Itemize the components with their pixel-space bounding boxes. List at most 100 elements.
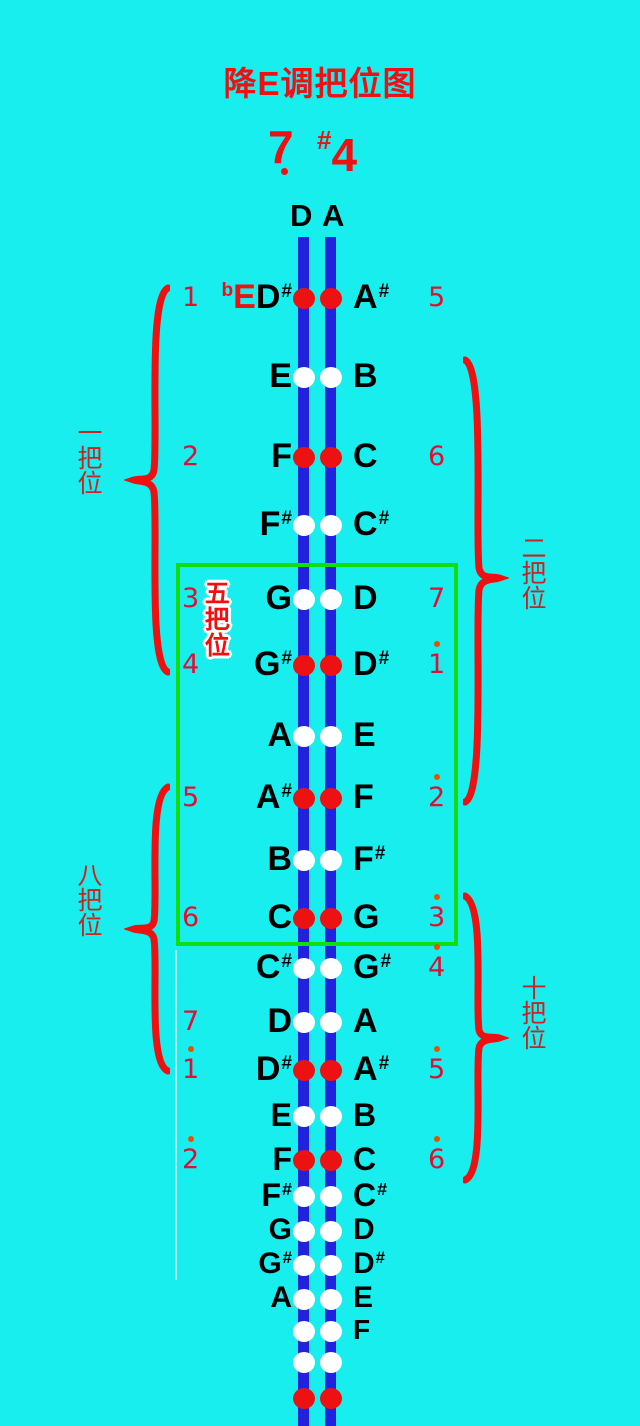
left-note-16: G [268, 1213, 292, 1247]
fret-dot-a-9[interactable] [319, 907, 342, 929]
left-note-14: F [272, 1141, 292, 1178]
brace-position-8 [124, 783, 170, 1075]
right-note-18: E [353, 1281, 374, 1315]
right-note-3: C# [353, 505, 390, 544]
left-note-7: A# [255, 778, 292, 817]
fret-dot-a-13[interactable] [319, 1105, 342, 1127]
fret-dot-d-6[interactable] [292, 725, 315, 747]
left-degree-4: 3 [182, 583, 200, 614]
fret-dot-d-9[interactable] [292, 907, 315, 929]
right-degree-12: 5 [428, 1046, 445, 1083]
fret-dot-d-4[interactable] [292, 588, 315, 610]
left-degree-11: 7 [182, 1006, 200, 1037]
left-degree-14: 2 [182, 1136, 199, 1173]
right-degree-5: 1 [428, 641, 445, 678]
fret-dot-a-8[interactable] [319, 849, 342, 871]
octave-dot-left-12 [187, 1046, 194, 1052]
fret-dot-a-7[interactable] [319, 787, 342, 809]
fret-dot-a-2[interactable] [319, 446, 342, 468]
fret-dot-d-7[interactable] [292, 787, 315, 809]
sharp-icon: # [317, 125, 332, 155]
fifth-position-label: 五把位 [201, 580, 230, 658]
string-label-a: A [322, 198, 345, 233]
string-label-d: D [290, 198, 313, 233]
left-note-8: B [267, 840, 292, 879]
right-note-11: A [353, 1002, 378, 1041]
fret-dot-a-0[interactable] [319, 287, 342, 309]
fret-dot-a-20[interactable] [319, 1351, 342, 1373]
right-note-14: C [353, 1141, 377, 1178]
fret-dot-d-5[interactable] [292, 654, 315, 676]
fret-dot-a-4[interactable] [319, 588, 342, 610]
fret-dot-a-14[interactable] [319, 1149, 342, 1171]
right-degree-9: 3 [428, 894, 445, 931]
fret-dot-d-12[interactable] [292, 1059, 315, 1081]
brace-label-position-10: 十把位 [518, 975, 547, 1050]
right-note-6: E [353, 716, 376, 755]
fret-dot-a-18[interactable] [319, 1288, 342, 1310]
fret-dot-d-8[interactable] [292, 849, 315, 871]
brace-position-2 [463, 356, 509, 806]
fret-dot-a-10[interactable] [319, 957, 342, 979]
fret-dot-d-19[interactable] [292, 1320, 315, 1342]
left-degree-0: 1 [182, 282, 200, 313]
fret-dot-d-18[interactable] [292, 1288, 315, 1310]
right-note-17: D# [353, 1247, 386, 1281]
fret-dot-a-6[interactable] [319, 725, 342, 747]
fret-dot-d-16[interactable] [292, 1220, 315, 1242]
brace-position-10 [463, 892, 509, 1184]
fret-dot-d-14[interactable] [292, 1149, 315, 1171]
fret-dot-d-0[interactable] [292, 287, 315, 309]
octave-dot-right-12 [433, 1046, 440, 1052]
right-note-0: A# [353, 278, 390, 317]
right-note-5: D# [353, 645, 390, 684]
octave-dot-right-10 [433, 944, 440, 950]
fret-dot-a-1[interactable] [319, 366, 342, 388]
fret-dot-a-21[interactable] [319, 1387, 342, 1409]
left-note-13: E [270, 1097, 292, 1134]
left-note-18: A [270, 1281, 292, 1315]
octave-dot-right-9 [433, 894, 440, 900]
fret-dot-a-15[interactable] [319, 1185, 342, 1207]
left-note-9: C [267, 898, 292, 937]
fret-dot-a-12[interactable] [319, 1059, 342, 1081]
octave-dot-right-7 [433, 774, 440, 780]
fret-dot-d-21[interactable] [292, 1387, 315, 1409]
right-degree-0: 5 [428, 282, 446, 313]
fret-dot-a-19[interactable] [319, 1320, 342, 1342]
fret-dot-a-17[interactable] [319, 1254, 342, 1276]
key-numeral-sharp: #4 [317, 127, 357, 178]
left-note-5: G# [253, 645, 292, 684]
left-degree-2: 2 [182, 441, 200, 472]
left-note-0: bED# [221, 278, 292, 317]
fret-dot-d-13[interactable] [292, 1105, 315, 1127]
fret-dot-d-3[interactable] [292, 514, 315, 536]
octave-dot-right-14 [433, 1136, 440, 1142]
left-degree-9: 6 [182, 902, 200, 933]
fret-dot-a-5[interactable] [319, 654, 342, 676]
fret-dot-a-16[interactable] [319, 1220, 342, 1242]
fret-dot-d-2[interactable] [292, 446, 315, 468]
fret-dot-a-3[interactable] [319, 514, 342, 536]
fret-dot-d-17[interactable] [292, 1254, 315, 1276]
left-note-15: F# [261, 1177, 292, 1214]
key-numeral-octave-dot [281, 168, 288, 175]
fret-dot-a-11[interactable] [319, 1011, 342, 1033]
fret-dot-d-11[interactable] [292, 1011, 315, 1033]
left-note-11: D [267, 1002, 292, 1041]
left-note-1: E [269, 357, 292, 396]
octave-dot-right-5 [433, 641, 440, 647]
fret-dot-d-20[interactable] [292, 1351, 315, 1373]
fret-dot-d-1[interactable] [292, 366, 315, 388]
left-note-10: C# [255, 948, 292, 987]
brace-position-1 [124, 284, 170, 676]
page-title: 降E调把位图 [223, 65, 417, 102]
right-degree-4: 7 [428, 583, 446, 614]
key-numeral-main: 7 [268, 121, 294, 173]
right-note-12: A# [353, 1050, 390, 1089]
string-a [325, 237, 336, 1426]
fret-dot-d-10[interactable] [292, 957, 315, 979]
right-note-8: F# [353, 840, 386, 879]
fret-dot-d-15[interactable] [292, 1185, 315, 1207]
